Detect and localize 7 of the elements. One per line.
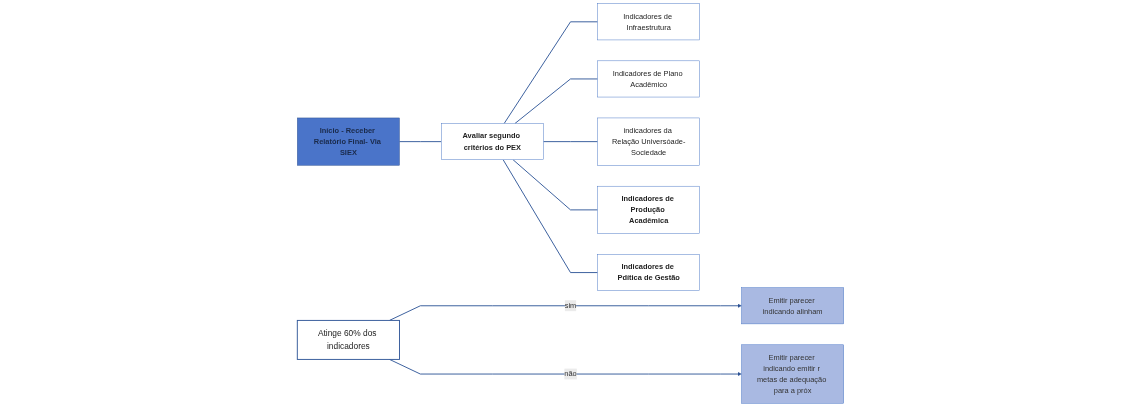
connector <box>503 21 599 124</box>
connector <box>502 159 599 274</box>
connector <box>514 78 599 124</box>
connector <box>512 159 599 211</box>
connector <box>399 141 442 143</box>
node-box: Atinge 60% dos indicadores <box>296 319 400 360</box>
connector <box>542 141 599 143</box>
